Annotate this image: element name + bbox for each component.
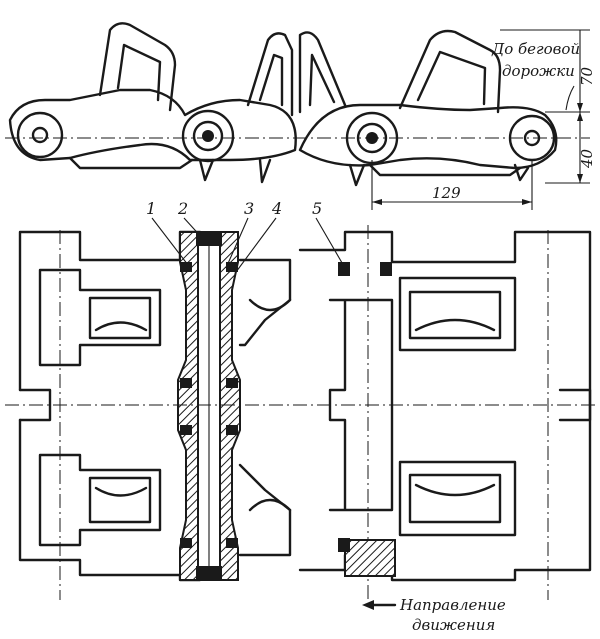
tooth-1 (198, 158, 215, 182)
pin-joint-1 (181, 109, 235, 163)
pin-head-top (196, 232, 222, 246)
right-link-body (298, 103, 558, 170)
tooth-4 (513, 163, 530, 182)
leader-4 (235, 217, 277, 273)
second-lug-inner (258, 53, 284, 107)
pin-joint-1-ring (192, 120, 224, 152)
callout-1: 1 (146, 199, 156, 218)
right-seal-top (338, 262, 350, 276)
direction-label-line2: движения (412, 616, 495, 634)
direction-of-motion: Направление движения (362, 596, 506, 634)
eye-left (16, 111, 64, 159)
seal-bot-left (180, 538, 192, 548)
seal-top-right (226, 262, 238, 272)
dim-70-label: 70 (578, 66, 596, 86)
pin-head-bottom (196, 566, 222, 580)
right-side-lug (558, 388, 592, 422)
third-lug (298, 31, 347, 114)
right-lug-inner (416, 50, 487, 106)
leader-track (565, 85, 575, 111)
to-track-label-line1: До беговой (491, 40, 580, 58)
arrow-129-left (372, 199, 382, 205)
dim-40-label: 40 (578, 148, 596, 169)
leader-5 (315, 217, 346, 269)
tooth-3 (348, 163, 366, 187)
seal-mid2-left (180, 425, 192, 435)
arrow-129-right (522, 199, 532, 205)
right-seal-bottom (338, 538, 350, 552)
dimensions: 70 40 До беговой дорожки 129 (371, 29, 596, 210)
seal-bot-right (226, 538, 238, 548)
leader-2 (183, 217, 205, 241)
left-window-top (88, 296, 152, 340)
left-inner-frame (38, 268, 162, 367)
leader-1 (151, 217, 189, 266)
second-lug (246, 32, 294, 117)
left-lug (98, 22, 177, 112)
callout-3: 3 (244, 199, 254, 218)
plan-view (5, 225, 595, 600)
callout-5: 5 (312, 199, 322, 218)
right-lug (398, 29, 502, 114)
eye-left-hole (31, 126, 49, 144)
middle-link-plan (238, 258, 292, 557)
seal-mid-left (180, 378, 192, 388)
left-link-body (8, 88, 297, 162)
left-link-plan (18, 230, 202, 582)
callout-2: 2 (177, 199, 188, 218)
tooth-2 (258, 158, 272, 184)
right-bushing-bottom (344, 539, 396, 577)
right-window-bottom (408, 473, 502, 524)
shoe-left (68, 156, 194, 170)
left-inner-frame-2 (38, 453, 162, 547)
seal-top-left (180, 262, 192, 272)
direction-label-line1: Направление (399, 596, 506, 614)
arrow-40 (577, 174, 583, 183)
left-window-bottom (88, 476, 152, 524)
right-seal-top-2 (380, 262, 392, 276)
seal-mid2-right (226, 425, 238, 435)
seal-mid-right (226, 378, 238, 388)
pin-1 (202, 130, 214, 142)
arrow-70 (577, 103, 583, 112)
arrow-40-top (577, 112, 583, 121)
left-lug-inner (116, 43, 162, 102)
right-inner-frame (398, 276, 517, 352)
third-lug-inner (308, 53, 336, 107)
callouts: 1 2 3 4 5 (146, 199, 346, 273)
shoe-right (368, 163, 522, 177)
to-track-label-line2: дорожки (502, 62, 575, 80)
middle-window (248, 298, 292, 512)
pin-joint-2-ring (356, 122, 388, 154)
left-side-lug (18, 388, 52, 422)
right-link-plan (298, 230, 592, 582)
right-inner-frame-2 (398, 460, 517, 537)
side-view (5, 22, 590, 187)
dim-129-label: 129 (432, 184, 461, 202)
right-window-top (408, 290, 502, 340)
callout-4: 4 (271, 199, 282, 218)
direction-arrow-head (362, 600, 374, 610)
leader-3 (225, 217, 249, 269)
